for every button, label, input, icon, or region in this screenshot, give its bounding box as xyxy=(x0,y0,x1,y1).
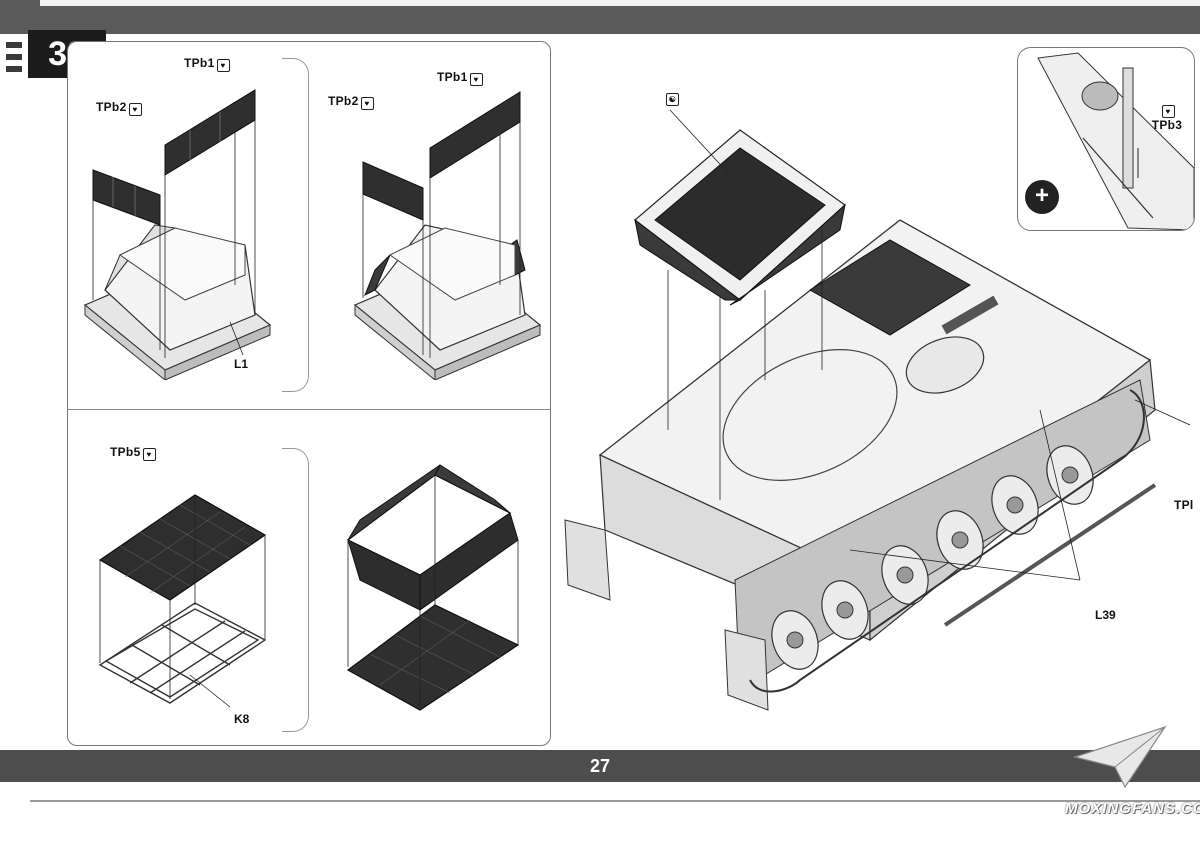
label-l1: L1 xyxy=(234,357,249,371)
footer-strip xyxy=(0,790,1200,845)
label-tpb2-step2: TPb2♥ xyxy=(328,94,374,110)
clear-part-icon: ♥ xyxy=(360,97,374,110)
label-tpb2-step1: TPb2♥ xyxy=(96,100,142,116)
label-text: TPb3 xyxy=(1151,118,1183,132)
clear-part-icon: ♥ xyxy=(216,59,230,72)
page-number: 27 xyxy=(589,756,611,776)
label-tpb1-step1: TPb1♥ xyxy=(184,56,230,72)
label-k8: K8 xyxy=(234,712,250,726)
yin-yang-icon: ☯ xyxy=(666,93,679,106)
edge-marks xyxy=(0,34,28,78)
label-tpb5: TPb5♥ xyxy=(110,445,156,461)
paper-plane-logo-icon xyxy=(1072,725,1167,789)
footer-line xyxy=(30,800,1200,802)
clear-part-icon: ♥ xyxy=(128,103,142,116)
flow-bracket-top xyxy=(282,58,309,392)
label-text: TPl xyxy=(1174,498,1194,512)
label-text: TPb5 xyxy=(110,445,141,459)
diagram-vehicle-main xyxy=(564,109,1190,711)
magnify-plus-icon: + xyxy=(1025,180,1059,214)
flow-bracket-bottom xyxy=(282,448,309,732)
footer-bar xyxy=(0,750,1200,782)
diagram-mesh-frame-step3 xyxy=(98,494,267,708)
label-text: TPb2 xyxy=(328,94,359,108)
label-tpb1-step2: TPb1♥ xyxy=(437,70,483,86)
detail-drawing xyxy=(1037,52,1194,230)
diagram-mesh-box-step4 xyxy=(346,464,520,711)
diagram-engine-cover-step2 xyxy=(353,91,542,380)
label-tp-partial: TPl xyxy=(1174,498,1194,512)
diagram-engine-cover-step1 xyxy=(83,89,272,380)
label-text: TPb1 xyxy=(184,56,215,70)
label-text: TPb1 xyxy=(437,70,468,84)
top-header-bar xyxy=(0,0,1200,34)
label-tpb3: ♥TPb3 xyxy=(1147,102,1187,132)
label-l39: L39 xyxy=(1095,608,1116,622)
clear-part-marker: ☯ xyxy=(664,90,679,106)
clear-part-icon: ♥ xyxy=(1161,105,1175,118)
label-text: TPb2 xyxy=(96,100,127,114)
watermark-text: MOXINGFANS.COM xyxy=(1065,800,1200,817)
panel-divider xyxy=(67,409,550,410)
clear-part-icon: ♥ xyxy=(142,448,156,461)
clear-part-icon: ♥ xyxy=(469,73,483,86)
